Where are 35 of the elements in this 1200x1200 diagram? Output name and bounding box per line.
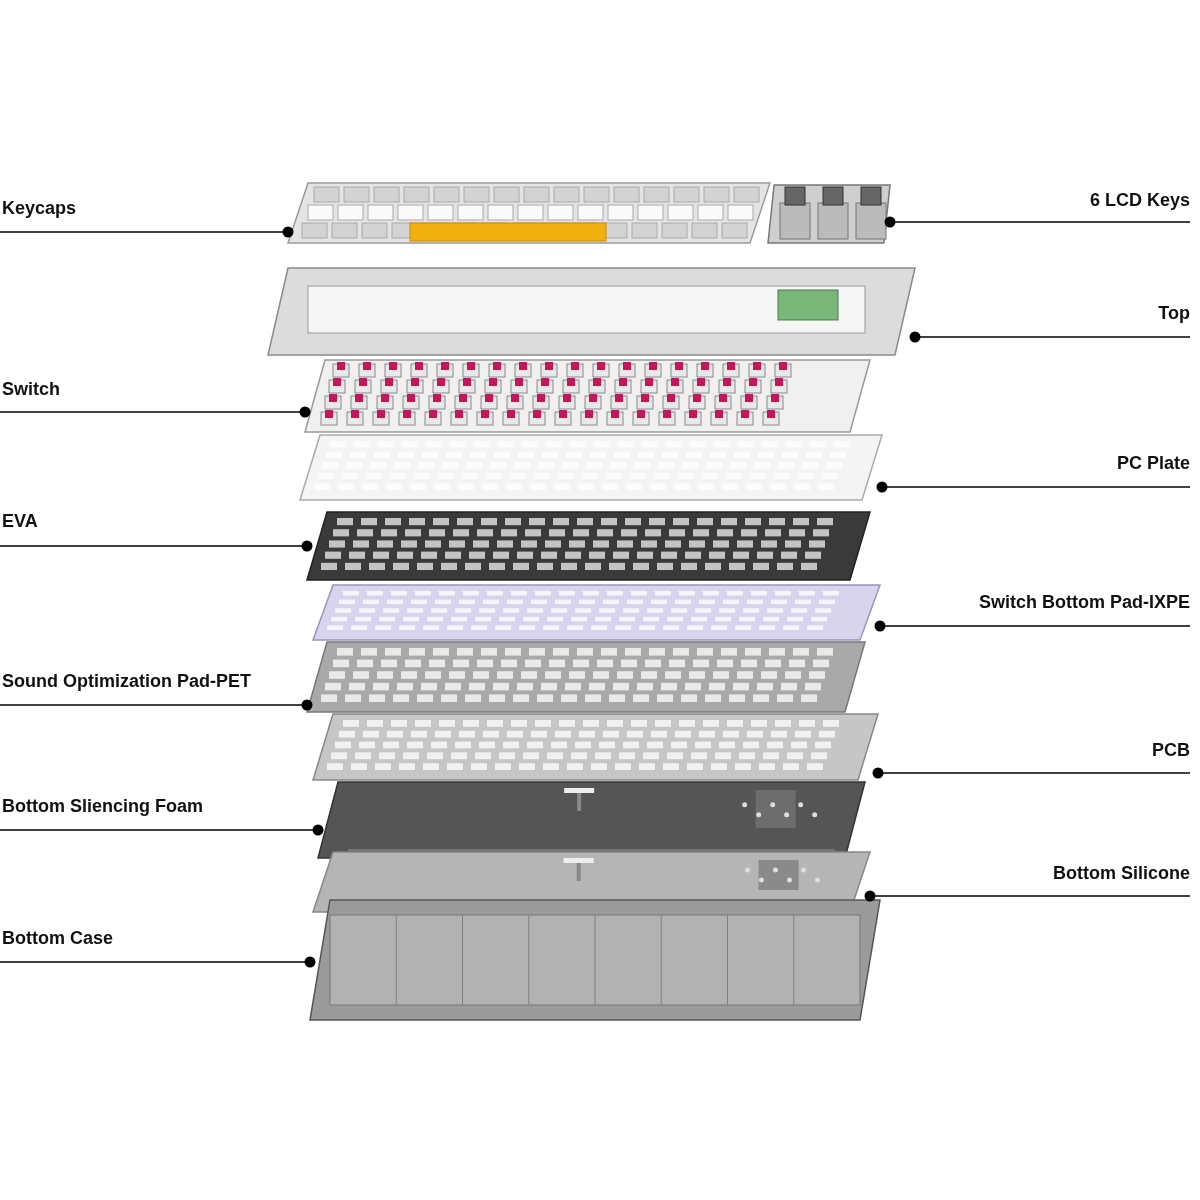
lcd-keys-drawing: [768, 185, 890, 243]
leader-line: [864, 890, 1191, 902]
part-label: Top: [1158, 303, 1190, 337]
keycaps-drawing: [288, 183, 770, 243]
leader-line: [0, 824, 324, 836]
part-label: Keycaps: [2, 198, 77, 232]
part-label: Sound Optimization Pad-PET: [2, 671, 251, 705]
leader-line: [0, 540, 313, 552]
part-label: 6 LCD Keys: [1089, 190, 1190, 222]
part-label: PCB: [1152, 740, 1190, 773]
part-label: EVA: [2, 511, 38, 546]
pad-layer-drawing: [307, 642, 865, 712]
leader-line: [909, 331, 1191, 343]
part-label: Bottom Case: [2, 928, 113, 962]
foam-layer-drawing: [307, 512, 870, 580]
part-label: Bottom Silicone: [1053, 863, 1190, 896]
foam-layer-drawing: [318, 782, 865, 858]
leader-line: [0, 406, 311, 418]
leader-line: [876, 481, 1191, 493]
leader-line: [872, 767, 1191, 779]
part-label: Switch: [2, 379, 60, 412]
plate-drawing: [300, 435, 882, 500]
leader-line: [884, 216, 1191, 228]
part-label: PC Plate: [1116, 453, 1190, 487]
circuit-board-drawing: [313, 714, 878, 780]
leader-line: [0, 699, 313, 711]
leader-line: [0, 226, 294, 238]
top-case-drawing: [268, 268, 915, 355]
bottom-case-drawing: [310, 900, 880, 1020]
switches-drawing: [305, 360, 870, 432]
part-label: Switch Bottom Pad-IXPE: [978, 592, 1190, 626]
part-label: Bottom Sliencing Foam: [2, 796, 203, 830]
pad-layer-drawing: [313, 585, 880, 640]
leader-line: [874, 620, 1191, 632]
leader-line: [0, 956, 316, 968]
